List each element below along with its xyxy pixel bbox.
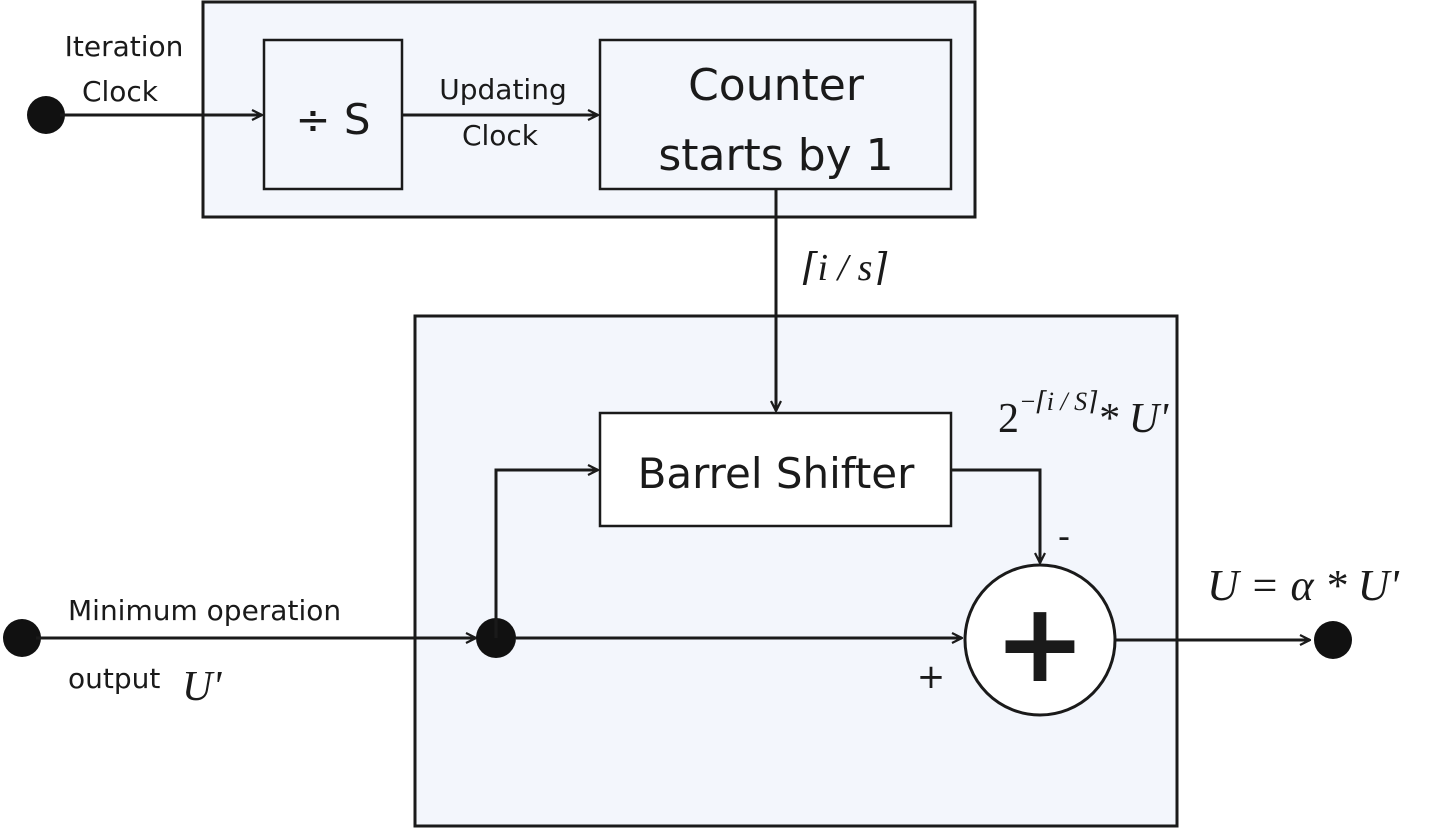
divide-by-s-block [262,38,404,191]
shifter-output-expression: 2−⌈i / S⌉* U' [998,387,1169,442]
barrel-shifter-block [598,411,953,528]
minimum-input-terminal [3,619,41,657]
minimum-input-label-line1: Minimum operation [68,594,341,627]
shifter-output-rest: * U' [1097,396,1169,442]
minimum-input-label-line2: output [68,662,160,695]
iteration-clock-label-line1: Iteration [65,30,184,63]
shifter-input-path [494,470,598,638]
shift-amount-label: ⌈i / s⌉ [803,247,888,289]
minimum-input-symbol: U' [182,664,222,710]
adder-minus-input-path [951,468,1040,563]
divide-by-s-label: ÷ S [295,95,370,144]
plus-sign-label: + [917,657,946,697]
shifter-output-base: 2 [998,396,1019,442]
minus-sign-label: - [1058,517,1070,557]
updating-clock-label-line1: Updating [439,73,566,106]
iteration-clock-terminal [27,96,65,134]
updating-clock-label-line2: Clock [462,119,539,152]
output-terminal [1314,621,1352,659]
counter-label-line2: starts by 1 [658,130,893,181]
counter-label-line1: Counter [688,60,865,111]
shifter-output-exponent: −⌈i / S⌉ [1019,387,1098,416]
iteration-clock-label-line2: Clock [82,75,159,108]
counter-block [598,38,953,191]
adder-plus-symbol: + [994,579,1086,707]
result-label: U = α * U' [1207,561,1400,610]
barrel-shifter-label: Barrel Shifter [638,449,916,498]
